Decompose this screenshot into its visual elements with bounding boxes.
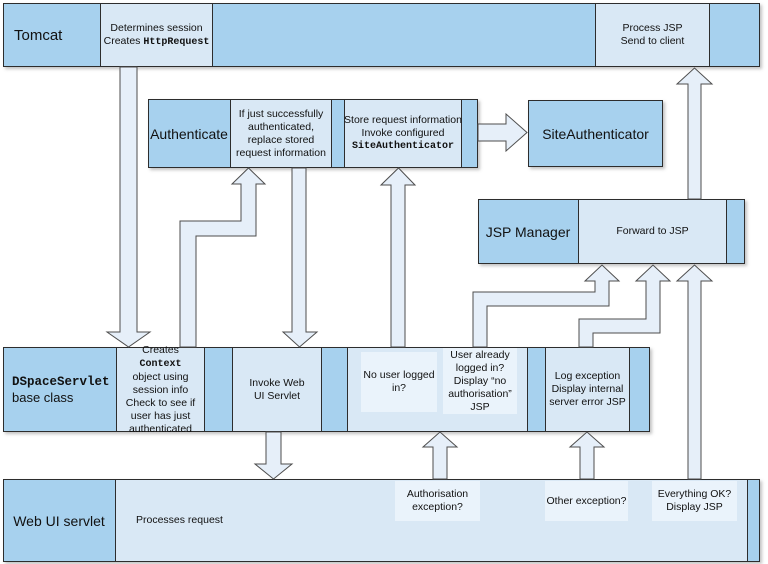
authenticate-label: Authenticate <box>150 125 228 142</box>
creates-context-word: Creates <box>142 343 179 356</box>
dspace-servlet-row <box>3 347 650 432</box>
siteauthenticator-code: SiteAuthenticator <box>351 141 455 152</box>
jsp-manager-label: JSP Manager <box>485 223 571 240</box>
arrow-forwardjsp-to-processjsp <box>675 67 714 200</box>
dspace-servlet-label: DSpaceServlet base class <box>3 347 116 432</box>
site-authenticator-box: SiteAuthenticator <box>528 100 663 167</box>
store-request-box: Store request information Invoke configu… <box>344 99 462 168</box>
webui-servlet-label: Web UI servlet <box>13 512 105 529</box>
if-authenticated-box: If just successfully authenticated, repl… <box>230 99 332 168</box>
creates-word: Creates <box>103 34 144 47</box>
user-already-box: User already logged in? Display “no auth… <box>443 348 517 414</box>
invoke-webui-box: Invoke Web UI Servlet <box>232 347 322 432</box>
store-request-line1: Store request information <box>344 114 462 126</box>
arrow-otherexception-to-logexception <box>568 431 606 480</box>
forward-to-jsp-box: Forward to JSP <box>578 199 727 264</box>
arrow-store-to-siteauthenticator <box>477 112 528 153</box>
dspace-servlet-code: DSpaceServlet <box>12 374 110 389</box>
arrow-authenticate-to-dspaceservlet <box>281 167 319 348</box>
log-exception-box: Log exception Display internal server er… <box>545 347 630 432</box>
arrow-logexception-to-forwardjsp <box>578 264 672 348</box>
process-jsp-box: Process JSP Send to client <box>595 3 710 67</box>
process-jsp-line1: Process JSP <box>622 22 683 34</box>
arrow-everythingok-to-forwardjsp <box>675 264 714 480</box>
process-jsp-line2: Send to client <box>620 35 685 47</box>
other-exception-box: Other exception? <box>545 481 628 521</box>
arrow-invoke-to-webui <box>253 431 294 480</box>
determines-session-box: Determines session Creates HttpRequest <box>100 3 213 67</box>
determines-session-line1: Determines session <box>110 21 203 34</box>
store-request-line2: Invoke configured <box>361 127 445 139</box>
httprequest-code: HttpRequest <box>143 36 210 48</box>
tomcat-label: Tomcat <box>14 26 63 44</box>
authorisation-exception-box: Authorisation exception? <box>395 481 480 521</box>
creates-context-box: Creates Context object using session inf… <box>116 343 205 435</box>
arrow-nouser-to-storerequest <box>379 167 417 348</box>
dspace-servlet-subtitle: base class <box>12 389 74 405</box>
everything-ok-box: Everything OK? Display JSP <box>652 481 737 521</box>
arrow-tomcat-to-dspaceservlet <box>105 66 152 348</box>
arrow-useralready-to-forwardjsp <box>472 264 621 348</box>
context-code: Context <box>139 358 182 370</box>
creates-context-rest: object using session info Check to see i… <box>125 370 196 435</box>
arrow-authexception-to-useralready <box>421 431 459 480</box>
no-user-box: No user logged in? <box>361 352 437 412</box>
arrow-dspaceservlet-to-authenticate <box>179 167 267 348</box>
